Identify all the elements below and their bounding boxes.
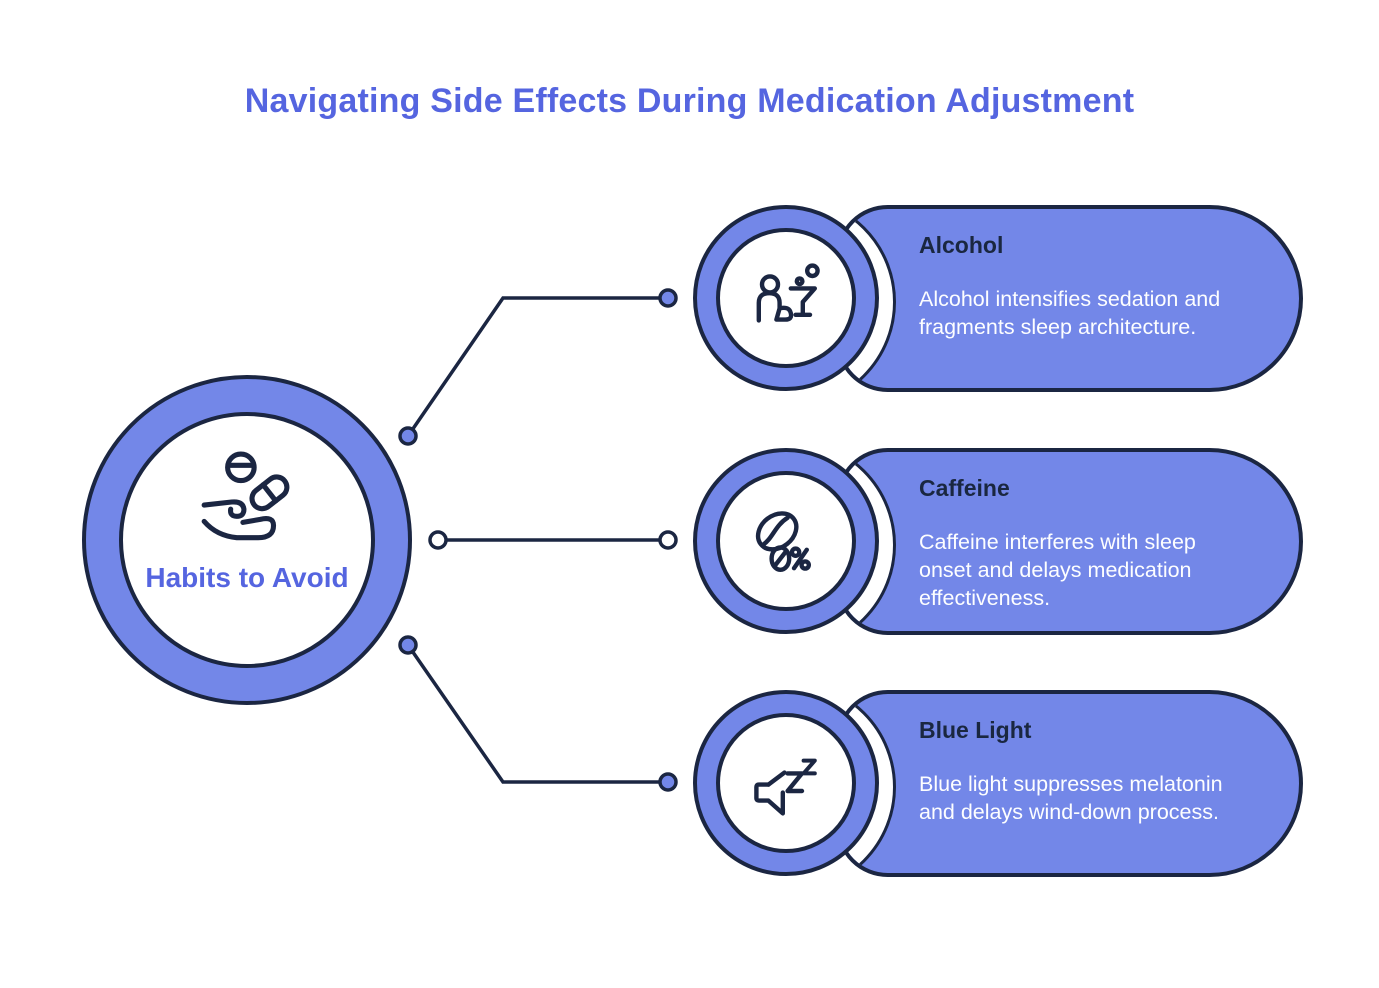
decaf-coffee-bean-icon xyxy=(755,511,811,572)
card-title-alcohol: Alcohol xyxy=(919,232,1004,258)
connector-node xyxy=(428,530,448,550)
card-title-caffeine: Caffeine xyxy=(919,475,1010,501)
center-label: Habits to Avoid xyxy=(145,562,349,593)
connector-blue-light xyxy=(406,644,668,784)
card-caffeine: Caffeine Caffeine interferes with sleep … xyxy=(836,448,1303,635)
card-description-alcohol: Alcohol intensifies sedation and fragmen… xyxy=(919,286,1221,339)
speaker-sleep-zzz-icon xyxy=(754,758,817,816)
card-text: Caffeine Caffeine interferes with sleep … xyxy=(840,452,1299,612)
card-description-caffeine: Caffeine interferes with sleep onset and… xyxy=(919,529,1196,611)
card-blue-light: Blue Light Blue light suppresses melaton… xyxy=(836,690,1303,877)
icon-circle-inner xyxy=(716,713,856,853)
page-title: Navigating Side Effects During Medicatio… xyxy=(244,82,1135,120)
hand-holding-pills-icon xyxy=(201,451,290,541)
icon-circle-caffeine xyxy=(693,448,879,634)
icon-circle-blue-light xyxy=(693,690,879,876)
connector-node xyxy=(658,772,678,792)
connector-alcohol xyxy=(406,296,668,437)
icon-circle-inner xyxy=(716,471,856,611)
connector-node xyxy=(398,635,418,655)
connector-node xyxy=(398,426,418,446)
card-text: Alcohol Alcohol intensifies sedation and… xyxy=(840,209,1299,341)
card-description-blue-light: Blue light suppresses melatonin and dela… xyxy=(919,771,1223,824)
connector-node xyxy=(658,288,678,308)
icon-circle-inner xyxy=(716,228,856,368)
person-with-martini-icon xyxy=(756,263,820,323)
card-alcohol: Alcohol Alcohol intensifies sedation and… xyxy=(836,205,1303,392)
icon-circle-alcohol xyxy=(693,205,879,391)
center-node-inner: Habits to Avoid xyxy=(119,412,375,668)
card-text: Blue Light Blue light suppresses melaton… xyxy=(840,694,1299,826)
center-node: Habits to Avoid xyxy=(82,375,412,705)
card-title-blue-light: Blue Light xyxy=(919,717,1032,743)
connector-node xyxy=(658,530,678,550)
